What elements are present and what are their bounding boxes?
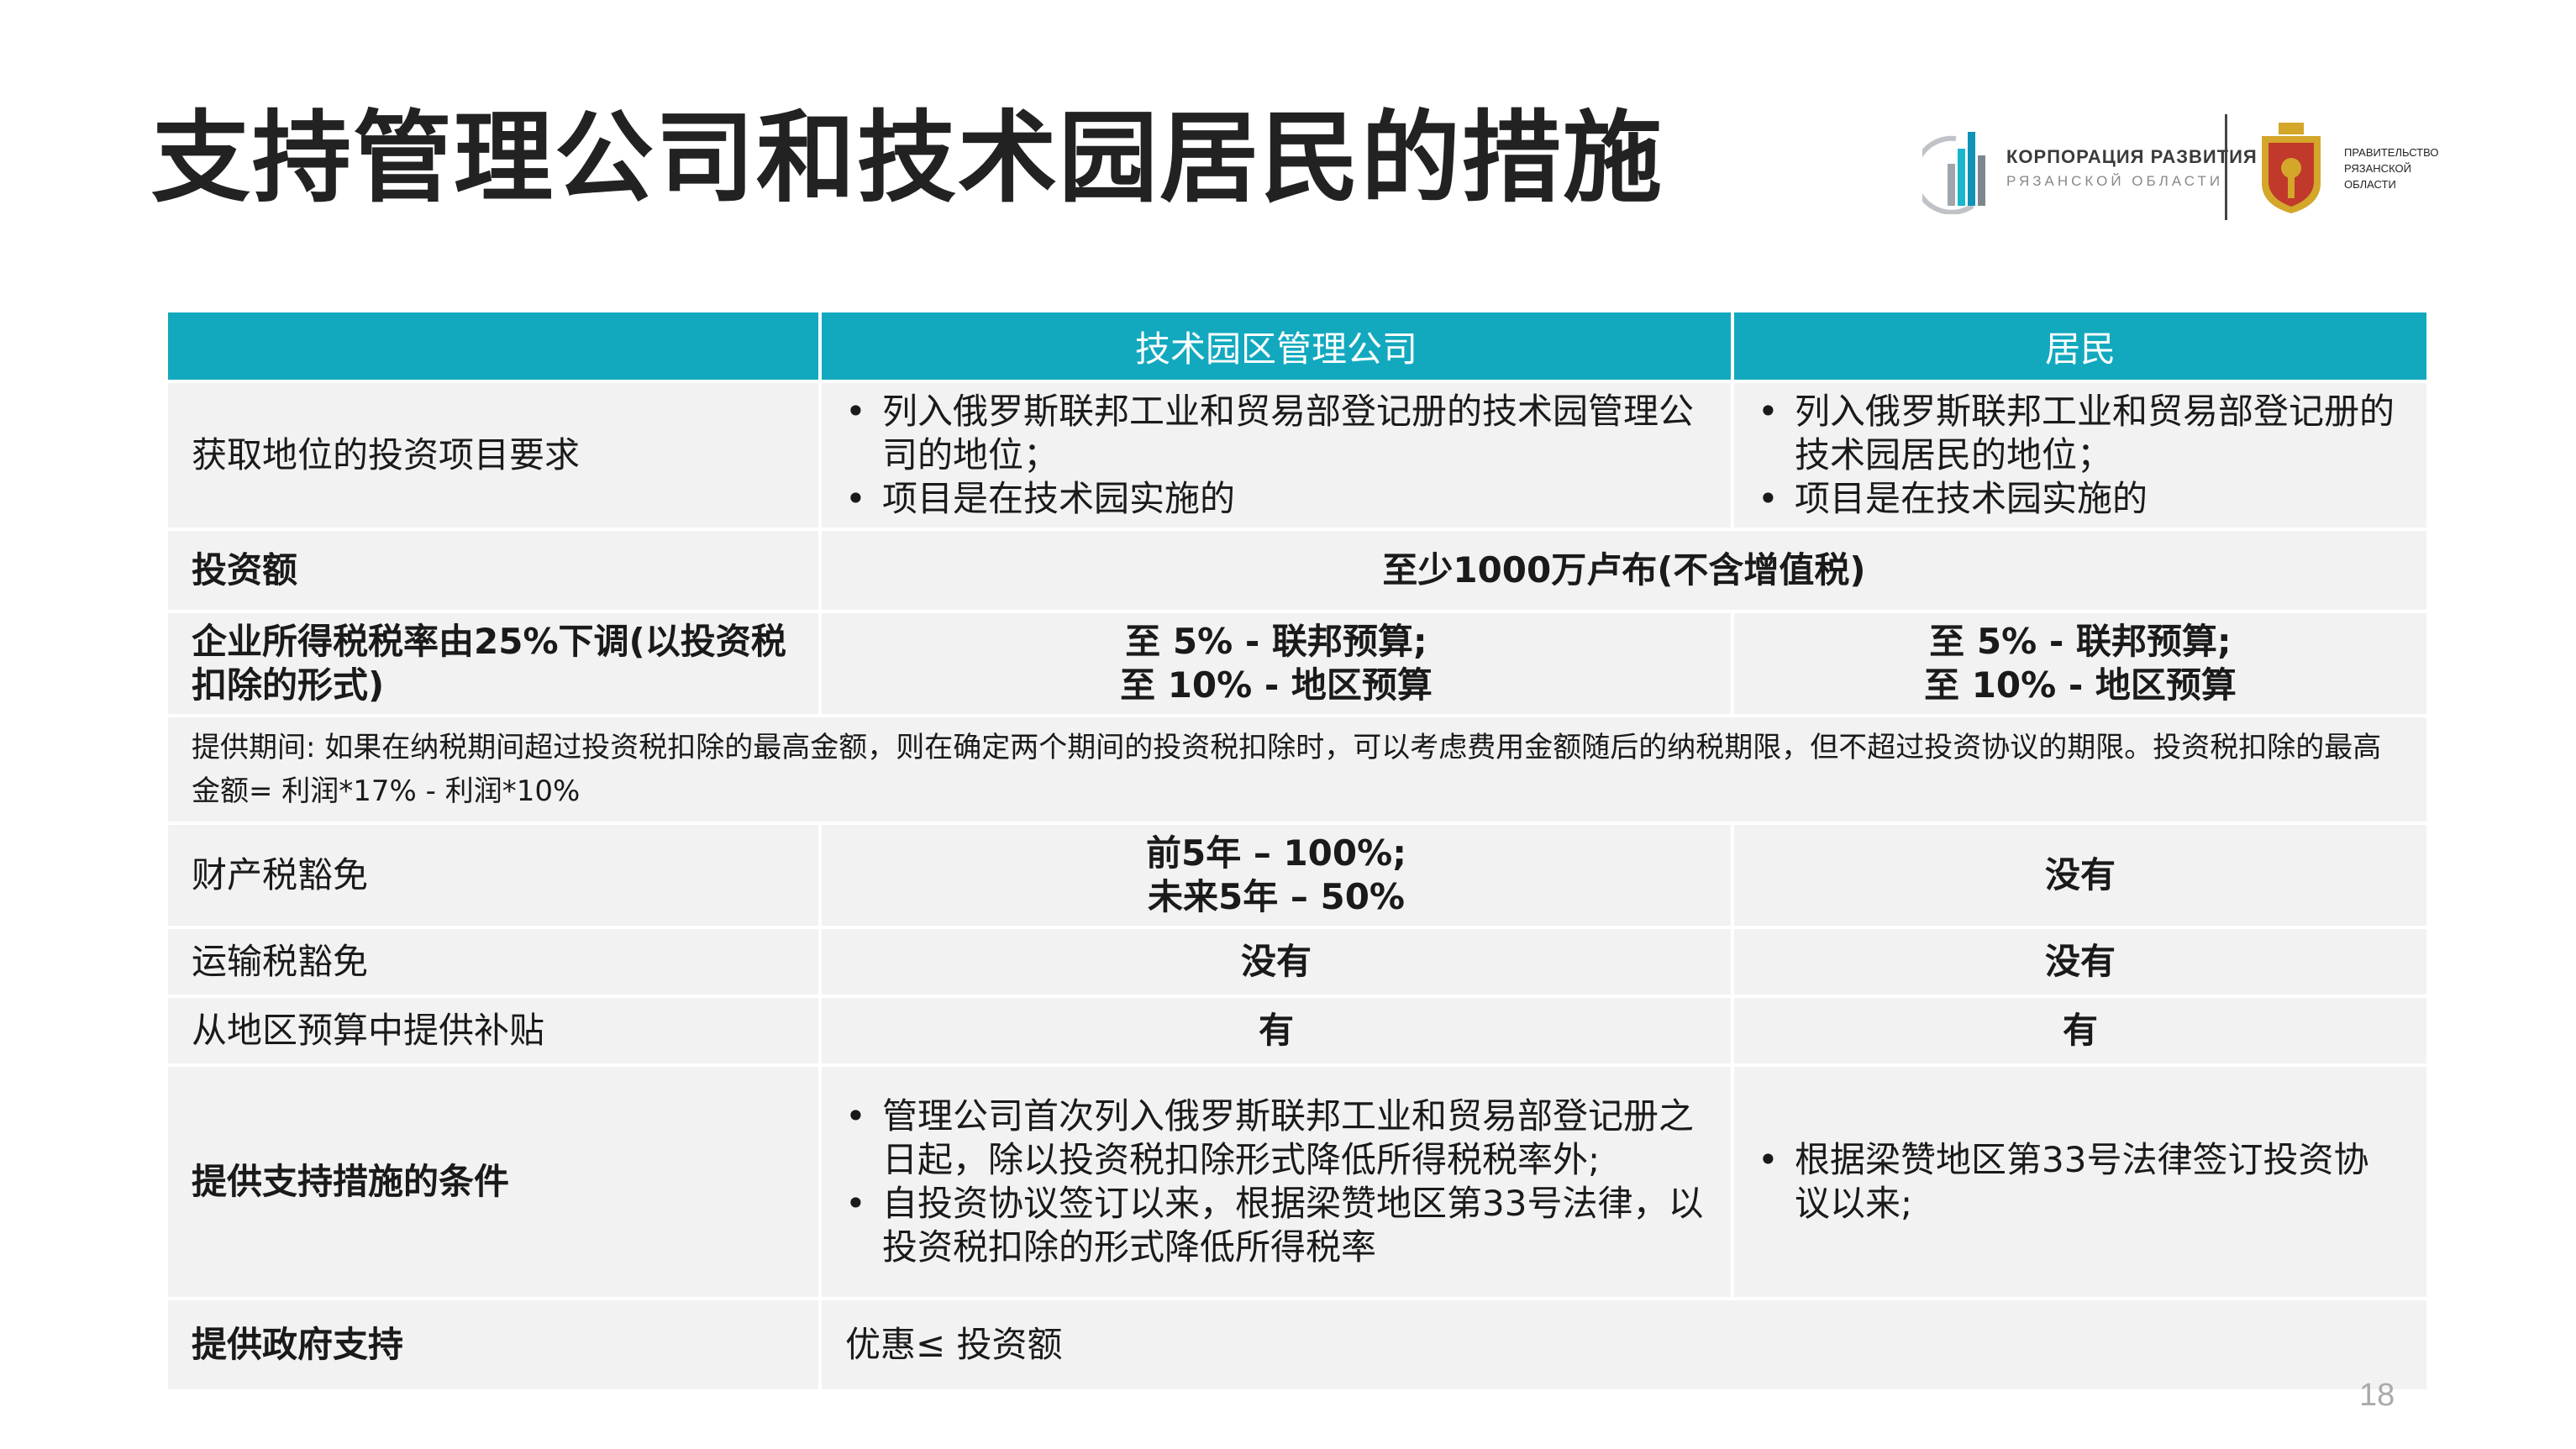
period-note: 提供期间: 如果在纳税期间超过投资税扣除的最高金额，则在确定两个期间的投资税扣除… <box>165 714 2430 825</box>
tax-rate-company-regional: 至 10% - 地区预算 <box>1120 664 1433 706</box>
requirements-label: 获取地位的投资项目要求 <box>165 380 822 531</box>
requirements-company: 列入俄罗斯联邦工业和贸易部登记册的技术园管理公司的地位； 项目是在技术园实施的 <box>818 380 1734 531</box>
conditions-company: 管理公司首次列入俄罗斯联邦工业和贸易部登记册之日起，除以投资税扣除形式降低所得税… <box>818 1063 1734 1300</box>
tax-rate-resident-regional: 至 10% - 地区预算 <box>1924 664 2237 706</box>
government-line-1: ПРАВИТЕЛЬСТВО <box>2344 145 2439 159</box>
coat-of-arms-icon <box>2262 123 2321 213</box>
gov-support-value: 优惠≤ 投资额 <box>818 1297 2430 1393</box>
table-header-row: 技术园区管理公司 居民 <box>165 309 2430 383</box>
page-title: 支持管理公司和技术园居民的措施 <box>151 100 1664 216</box>
property-tax-first-years: 前5年 – 100%; <box>1145 832 1407 874</box>
header-management-company: 技术园区管理公司 <box>818 309 1734 383</box>
row-gov-support: 提供政府支持 优惠≤ 投资额 <box>165 1297 2430 1393</box>
list-item: 管理公司首次列入俄罗斯联邦工业和贸易部登记册之日起，除以投资税扣除形式降低所得税… <box>845 1095 1707 1182</box>
conditions-label: 提供支持措施的条件 <box>165 1063 822 1300</box>
list-item: 列入俄罗斯联邦工业和贸易部登记册的技术园管理公司的地位； <box>845 390 1707 477</box>
investment-label: 投资额 <box>165 528 822 613</box>
conditions-resident: 根据梁赞地区第33号法律签订投资协议以来; <box>1731 1063 2430 1300</box>
row-investment: 投资额 至少1000万卢布(不含增值税) <box>165 528 2430 613</box>
list-item: 列入俄罗斯联邦工业和贸易部登记册的技术园居民的地位； <box>1758 390 2403 477</box>
transport-tax-label: 运输税豁免 <box>165 926 822 998</box>
tax-rate-company: 至 5% - 联邦预算; 至 10% - 地区预算 <box>818 610 1734 717</box>
list-item: 自投资协议签订以来，根据梁赞地区第33号法律，以投资税扣除的形式降低所得税率 <box>845 1182 1707 1269</box>
tax-rate-label: 企业所得税税率由25%下调(以投资税扣除的形式) <box>165 610 822 717</box>
row-conditions: 提供支持措施的条件 管理公司首次列入俄罗斯联邦工业和贸易部登记册之日起，除以投资… <box>165 1063 2430 1300</box>
government-line-2: РЯЗАНСКОЙ <box>2344 161 2411 175</box>
property-tax-company: 前5年 – 100%; 未来5年 – 50% <box>818 822 1734 929</box>
corporation-emblem-icon <box>1922 132 1985 214</box>
property-tax-next-years: 未来5年 – 50% <box>1148 876 1405 917</box>
gov-support-label: 提供政府支持 <box>165 1297 822 1393</box>
row-tax-rate: 企业所得税税率由25%下调(以投资税扣除的形式) 至 5% - 联邦预算; 至 … <box>165 610 2430 717</box>
corporation-region: РЯЗАНСКОЙ ОБЛАСТИ <box>2006 173 2224 189</box>
list-item: 项目是在技术园实施的 <box>1758 477 2403 521</box>
row-subsidy: 从地区预算中提供补贴 有 有 <box>165 995 2430 1067</box>
header-resident: 居民 <box>1731 309 2430 383</box>
subsidy-resident: 有 <box>1731 995 2430 1067</box>
row-period-note: 提供期间: 如果在纳税期间超过投资税扣除的最高金额，则在确定两个期间的投资税扣除… <box>165 714 2430 825</box>
tax-rate-company-federal: 至 5% - 联邦预算; <box>1125 621 1427 662</box>
row-requirements: 获取地位的投资项目要求 列入俄罗斯联邦工业和贸易部登记册的技术园管理公司的地位；… <box>165 380 2430 531</box>
government-line-3: ОБЛАСТИ <box>2344 177 2396 191</box>
investment-value: 至少1000万卢布(不含增值税) <box>818 528 2430 613</box>
government-logo: ПРАВИТЕЛЬСТВО РЯЗАНСКОЙ ОБЛАСТИ <box>2245 118 2438 218</box>
transport-tax-company: 没有 <box>818 926 1734 998</box>
list-item: 项目是在技术园实施的 <box>845 477 1707 521</box>
property-tax-resident: 没有 <box>1731 822 2430 929</box>
logo-divider <box>2225 114 2227 220</box>
row-property-tax: 财产税豁免 前5年 – 100%; 未来5年 – 50% 没有 <box>165 822 2430 929</box>
transport-tax-resident: 没有 <box>1731 926 2430 998</box>
corporation-name: КОРПОРАЦИЯ РАЗВИТИЯ <box>2006 146 2258 167</box>
requirements-resident: 列入俄罗斯联邦工业和贸易部登记册的技术园居民的地位； 项目是在技术园实施的 <box>1731 380 2430 531</box>
list-item: 根据梁赞地区第33号法律签订投资协议以来; <box>1758 1138 2403 1226</box>
support-measures-table: 技术园区管理公司 居民 获取地位的投资项目要求 列入俄罗斯联邦工业和贸易部登记册… <box>165 309 2430 1393</box>
subsidy-company: 有 <box>818 995 1734 1067</box>
tax-rate-resident-federal: 至 5% - 联邦预算; <box>1929 621 2232 662</box>
tax-rate-resident: 至 5% - 联邦预算; 至 10% - 地区预算 <box>1731 610 2430 717</box>
subsidy-label: 从地区预算中提供补贴 <box>165 995 822 1067</box>
corporation-logo: КОРПОРАЦИЯ РАЗВИТИЯ РЯЗАНСКОЙ ОБЛАСТИ <box>1922 118 2258 218</box>
header-empty <box>165 309 822 383</box>
page-number: 18 <box>2359 1378 2395 1413</box>
row-transport-tax: 运输税豁免 没有 没有 <box>165 926 2430 998</box>
property-tax-label: 财产税豁免 <box>165 822 822 929</box>
